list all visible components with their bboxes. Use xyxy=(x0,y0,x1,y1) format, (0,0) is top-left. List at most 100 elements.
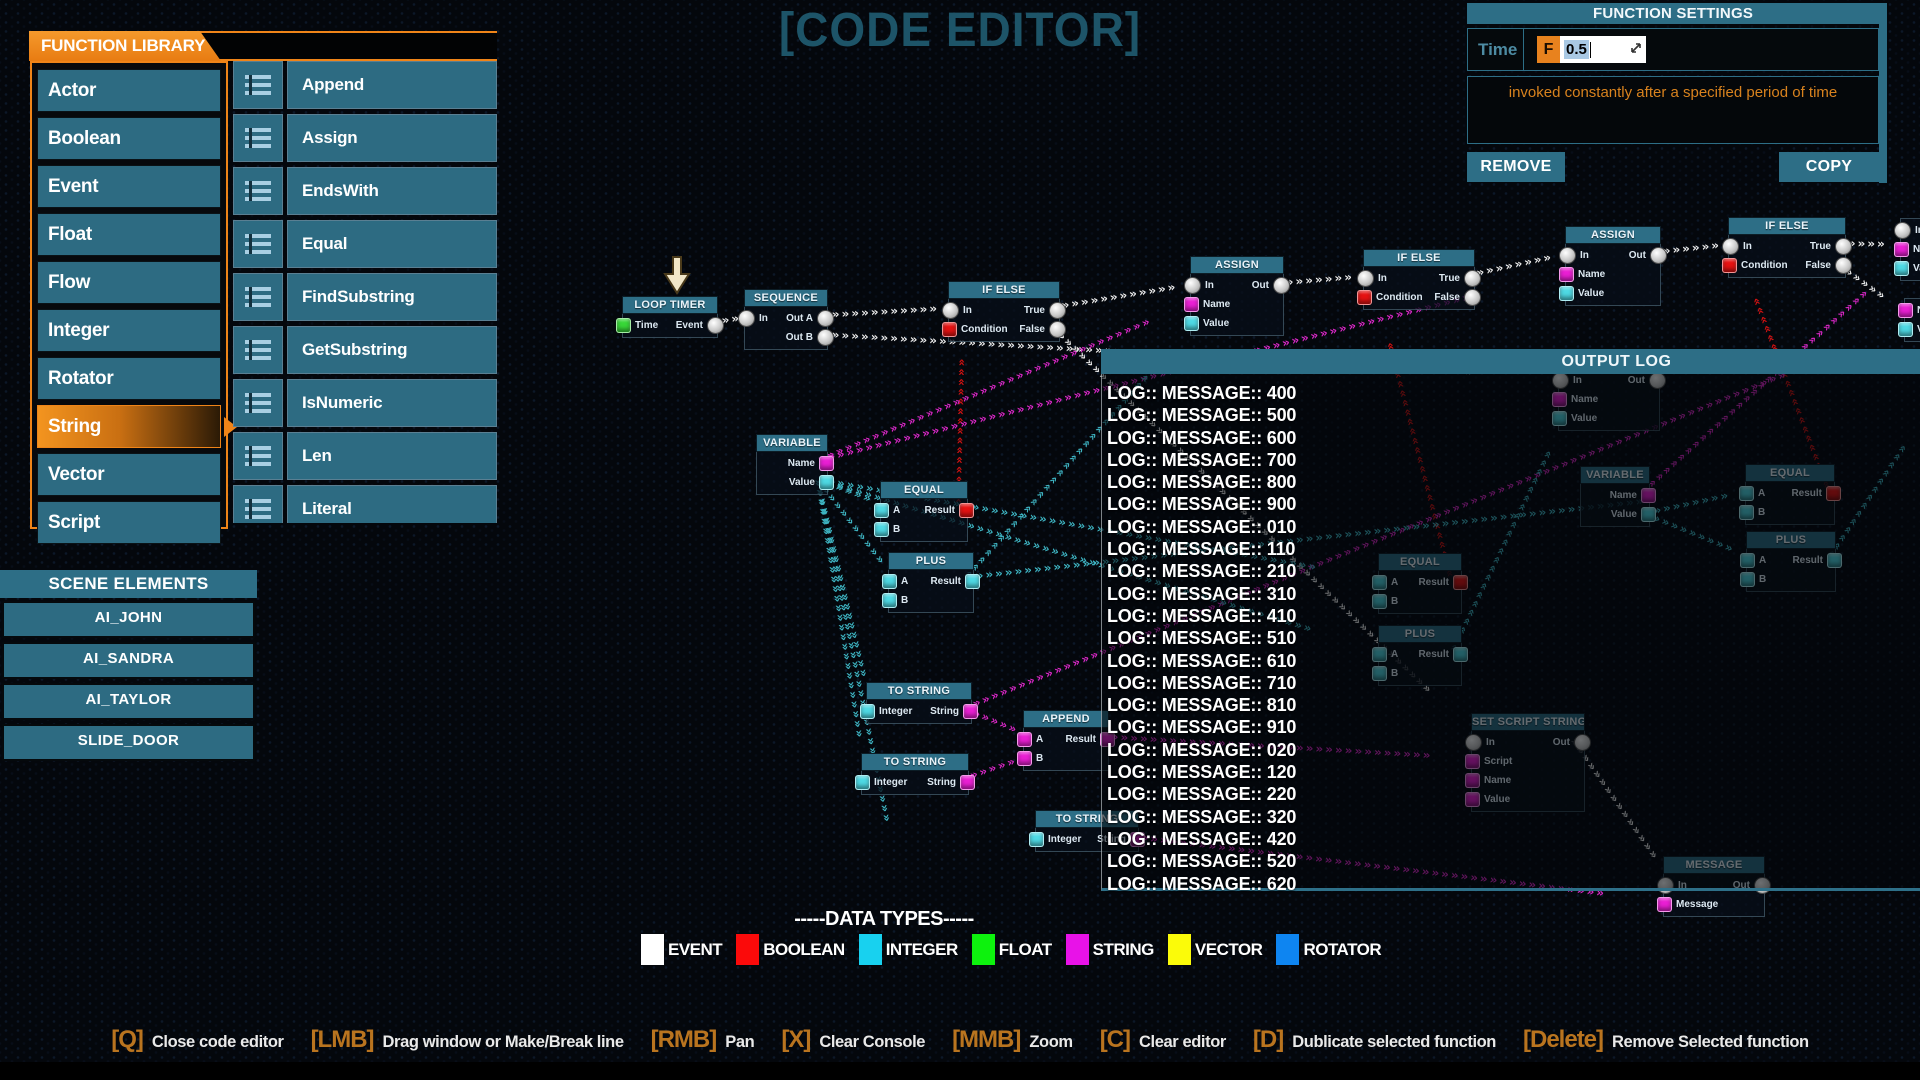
in-pin[interactable] xyxy=(942,302,959,319)
condition-pin[interactable] xyxy=(1722,258,1737,273)
function-settings-scrollbar[interactable] xyxy=(1879,3,1887,183)
string-pin[interactable] xyxy=(960,775,975,790)
a-pin[interactable] xyxy=(874,503,889,518)
function-list-icon-button[interactable] xyxy=(233,379,283,427)
node-assign-clipped[interactable]: InNameValue xyxy=(1894,218,1920,281)
b-pin[interactable] xyxy=(882,593,897,608)
name-pin[interactable] xyxy=(1559,267,1574,282)
submenu-item-literal[interactable]: Literal xyxy=(287,485,497,523)
function-list-icon-button[interactable] xyxy=(233,220,283,268)
name-pin[interactable] xyxy=(1894,242,1909,257)
function-list-icon-button[interactable] xyxy=(233,167,283,215)
name-pin[interactable] xyxy=(1184,297,1199,312)
in-pin[interactable] xyxy=(1184,277,1201,294)
condition-pin[interactable] xyxy=(1357,290,1372,305)
submenu-item-append[interactable]: Append xyxy=(287,61,497,109)
in-pin[interactable] xyxy=(738,310,755,327)
result-pin[interactable] xyxy=(965,574,980,589)
function-list-icon-button[interactable] xyxy=(233,114,283,162)
false-pin[interactable] xyxy=(1464,289,1481,306)
submenu-item-len[interactable]: Len xyxy=(287,432,497,480)
event-pin[interactable] xyxy=(707,317,724,334)
function-list-icon-button[interactable] xyxy=(233,432,283,480)
a-pin[interactable] xyxy=(1017,732,1032,747)
link-r[interactable]: »»»»»»»»»»»»»»» xyxy=(951,356,968,503)
out b-pin[interactable] xyxy=(817,329,834,346)
sidebar-item-string[interactable]: String xyxy=(37,405,237,448)
integer-pin[interactable] xyxy=(855,775,870,790)
out a-pin[interactable] xyxy=(817,310,834,327)
result-pin[interactable] xyxy=(959,503,974,518)
sidebar-item-float[interactable]: Float xyxy=(37,213,221,256)
condition-pin[interactable] xyxy=(942,322,957,337)
value-pin[interactable] xyxy=(1894,261,1909,276)
submenu-item-isnumeric[interactable]: IsNumeric xyxy=(287,379,497,427)
submenu-item-getsubstring[interactable]: GetSubstring xyxy=(287,326,497,374)
sidebar-item-actor[interactable]: Actor xyxy=(37,69,221,112)
sidebar-item-event[interactable]: Event xyxy=(37,165,221,208)
remove-button[interactable]: REMOVE xyxy=(1467,152,1565,182)
link-w[interactable]: »»»»»»»»»»»»» xyxy=(1051,280,1179,314)
link-w[interactable]: »»»»»»»» xyxy=(1275,270,1354,290)
value-pin[interactable] xyxy=(1184,316,1199,331)
time-value-field[interactable]: 0.5 xyxy=(1560,36,1646,63)
message-pin[interactable] xyxy=(1657,897,1672,912)
string-pin[interactable] xyxy=(963,704,978,719)
a-pin[interactable] xyxy=(882,574,897,589)
time-pin[interactable] xyxy=(616,318,631,333)
name-pin[interactable] xyxy=(1898,303,1913,318)
function-list-icon-button[interactable] xyxy=(233,61,283,109)
sidebar-item-boolean[interactable]: Boolean xyxy=(37,117,221,160)
sidebar-item-integer[interactable]: Integer xyxy=(37,309,221,352)
value-pin[interactable] xyxy=(1898,322,1913,337)
in-pin[interactable] xyxy=(1722,238,1739,255)
function-list-icon-button[interactable] xyxy=(233,273,283,321)
b-pin[interactable] xyxy=(1017,751,1032,766)
submenu-item-endswith[interactable]: EndsWith xyxy=(287,167,497,215)
out-pin[interactable] xyxy=(1273,277,1290,294)
submenu-item-findsubstring[interactable]: FindSubstring xyxy=(287,273,497,321)
function-list-icon-button[interactable] xyxy=(233,485,283,523)
in-pin[interactable] xyxy=(1894,222,1911,239)
true-pin[interactable] xyxy=(1464,270,1481,287)
b-pin[interactable] xyxy=(874,522,889,537)
value-pin[interactable] xyxy=(819,475,834,490)
link-w[interactable]: »»»»»»»»»»»» xyxy=(822,301,940,322)
sidebar-item-vector[interactable]: Vector xyxy=(37,453,221,496)
scene-element-ai_sandra[interactable]: AI_SANDRA xyxy=(2,642,255,679)
false-pin[interactable] xyxy=(1049,321,1066,338)
scene-element-ai_john[interactable]: AI_JOHN xyxy=(2,601,255,638)
submenu-item-assign[interactable]: Assign xyxy=(287,114,497,162)
true-pin[interactable] xyxy=(1049,302,1066,319)
submenu-item-equal[interactable]: Equal xyxy=(287,220,497,268)
sidebar-item-rotator[interactable]: Rotator xyxy=(37,357,221,400)
function-list-icon-button[interactable] xyxy=(233,326,283,374)
name-pin[interactable] xyxy=(819,456,834,471)
true-pin[interactable] xyxy=(1835,238,1852,255)
time-input[interactable]: F 0.5 xyxy=(1537,36,1646,63)
scene-element-ai_taylor[interactable]: AI_TAYLOR xyxy=(2,683,255,720)
value-pin[interactable] xyxy=(1559,286,1574,301)
integer-pin[interactable] xyxy=(860,704,875,719)
sidebar-item-flow[interactable]: Flow xyxy=(37,261,221,304)
out-pin[interactable] xyxy=(1650,247,1667,264)
sidebar-item-script[interactable]: Script xyxy=(37,501,221,544)
copy-button[interactable]: COPY xyxy=(1779,152,1879,182)
false-pin[interactable] xyxy=(1835,257,1852,274)
in-pin[interactable] xyxy=(1559,247,1576,264)
in-pin[interactable] xyxy=(1357,270,1374,287)
